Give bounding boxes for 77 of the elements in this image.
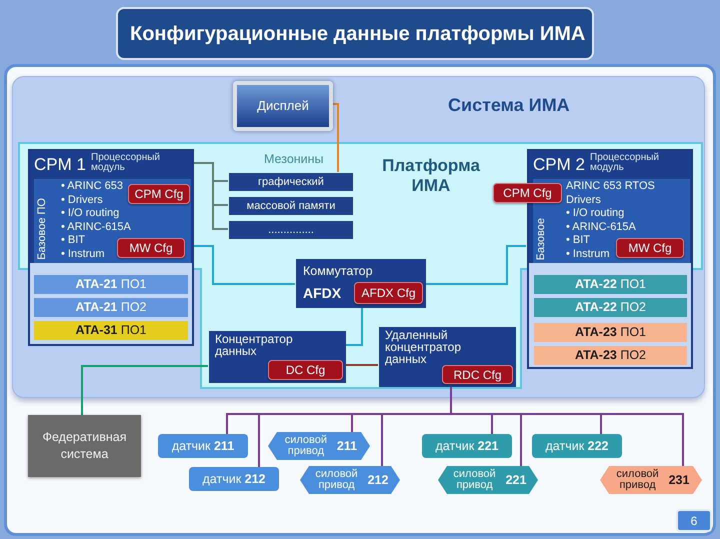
- actuator-number: 212: [368, 472, 388, 489]
- list-item: ARINC 653 RTOS: [566, 180, 655, 194]
- switch-type: AFDX: [303, 284, 342, 303]
- connector-line: [332, 103, 339, 172]
- actuator-label: силовой привод: [314, 469, 359, 491]
- processor-module-box: [527, 149, 693, 369]
- sensor-box: датчик 221: [422, 434, 512, 458]
- actuator-hexagon: [438, 466, 538, 494]
- config-tag: RDC Cfg: [442, 365, 513, 384]
- application-bar: ATA-23 ПО1: [534, 323, 687, 342]
- actuator-label: силовой привод: [284, 435, 328, 457]
- concentrator-name: Концентратор данных: [215, 333, 293, 357]
- connector-line: [345, 307, 363, 346]
- list-item: • I/O routing: [566, 207, 624, 220]
- application-bar: ATA-22 ПО2: [534, 298, 687, 317]
- list-item: • Drivers: [61, 194, 103, 207]
- application-bar: ATA-22 ПО1: [534, 275, 687, 294]
- concentrator-box: [379, 327, 516, 387]
- config-tag: CPM Cfg: [128, 184, 190, 204]
- list-item: • BIT: [61, 234, 86, 248]
- software-box: [34, 179, 191, 263]
- list-item: • I/O routing: [61, 207, 120, 220]
- actuator-hexagon: [268, 432, 370, 460]
- list-item: • BIT: [566, 234, 590, 248]
- list-item: • ARINC-615A: [566, 220, 636, 234]
- switch-box: [296, 259, 426, 308]
- system-panel: [12, 76, 705, 398]
- config-tag: MW Cfg: [117, 238, 185, 258]
- switch-name: Коммутатор: [303, 263, 373, 280]
- actuator-hexagon: [600, 466, 702, 494]
- display-box: Дисплей: [233, 81, 333, 131]
- page-number: 6: [676, 509, 712, 532]
- processor-module-box: [28, 149, 194, 346]
- concentrator-name: Удаленный концентратор данных: [385, 329, 462, 365]
- vertical-label: Базовое: [535, 218, 547, 260]
- module-subtitle: Процессорный модуль: [590, 153, 660, 173]
- connector-line: [81, 365, 208, 415]
- vertical-label: Базовое ПО: [36, 198, 48, 260]
- sensor-box: датчик 212: [189, 467, 279, 491]
- mezzanine-box: ...............: [229, 221, 353, 239]
- actuator-number: 231: [668, 472, 690, 489]
- concentrator-box: [209, 331, 346, 383]
- list-item: Drivers: [566, 194, 601, 207]
- actuator-label: силовой привод: [452, 469, 497, 491]
- config-tag: MW Cfg: [616, 238, 684, 258]
- list-item: • Instrum: [566, 248, 610, 261]
- group-label: Мезонины: [264, 151, 324, 168]
- actuator-hexagon: [300, 466, 400, 494]
- slide-title: Конфигурационные данные платформы ИМА: [116, 7, 594, 60]
- connector-line: [193, 245, 295, 285]
- panel-title: Система ИМА: [448, 94, 570, 117]
- federated-system-box: Федеративная система: [28, 415, 141, 477]
- application-bar: ATA-21 ПО2: [34, 298, 188, 317]
- list-item: • Instrum: [61, 248, 105, 261]
- actuator-number: 221: [506, 472, 526, 489]
- list-item: • ARINC 653: [61, 180, 123, 194]
- software-box: [533, 179, 690, 263]
- application-bar: ATA-23 ПО2: [534, 346, 687, 365]
- config-tag: CPM Cfg: [493, 183, 562, 203]
- sensor-box: датчик 211: [158, 434, 248, 458]
- sensor-box: датчик 222: [532, 434, 622, 458]
- list-item: • ARINC-615A: [61, 220, 131, 234]
- application-bar: ATA-31 ПО1: [34, 321, 188, 340]
- connector-line: [425, 245, 526, 285]
- config-tag: DC Cfg: [268, 360, 343, 380]
- connector-line: [345, 364, 378, 366]
- module-title: CPM 1: [34, 154, 86, 176]
- actuator-number: 211: [336, 438, 358, 455]
- mezzanine-box: массовой памяти: [229, 197, 353, 215]
- application-bar: ATA-21 ПО1: [34, 275, 188, 294]
- platform-area: [18, 142, 703, 389]
- config-tag: AFDX Cfg: [354, 282, 423, 304]
- module-title: CPM 2: [533, 154, 585, 176]
- platform-title: Платформа ИМА: [381, 156, 481, 196]
- mezzanine-box: графический: [229, 173, 353, 191]
- actuator-label: силовой привод: [615, 469, 660, 491]
- module-subtitle: Процессорный модуль: [91, 153, 162, 173]
